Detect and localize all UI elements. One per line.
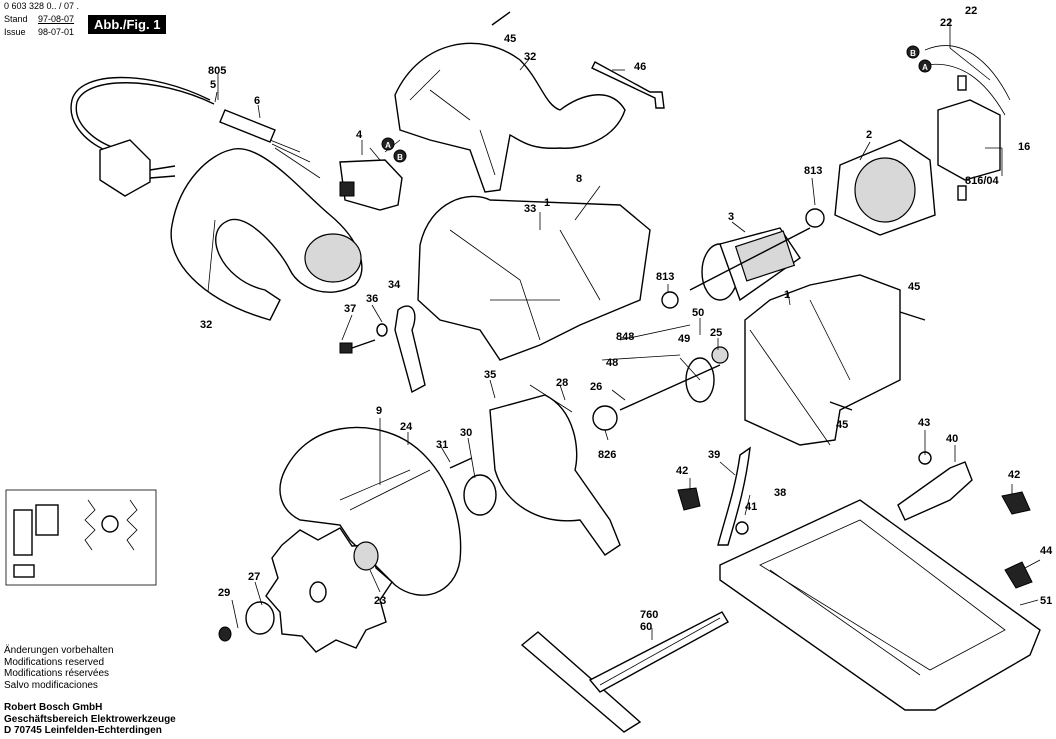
connector-letter: A (922, 63, 928, 72)
part-number-labels: 8055644532462222216816/04813813338135025… (200, 5, 1053, 633)
stand-label: Stand (4, 14, 28, 24)
part-number-label: 28 (556, 377, 568, 389)
part-number-label: 35 (484, 369, 496, 381)
connector-b-marker (393, 149, 407, 163)
company-line: D 70745 Leinfelden-Echterdingen (4, 725, 162, 736)
company-line: Geschäftsbereich Elektrowerkzeuge (4, 713, 176, 725)
figure-label: Abb./Fig. 1 (88, 15, 167, 34)
part-number-label: 44 (1040, 545, 1053, 557)
wiring-schematic-drawing (5, 489, 157, 586)
gear-housing-drawing (744, 274, 901, 446)
depth-bracket-drawing (897, 461, 973, 521)
part-number-label: 23 (374, 595, 386, 607)
brush-holder-drawing (906, 45, 1011, 201)
part-number-label: 45 (836, 419, 848, 431)
note-line: Änderungen vorbehalten (4, 645, 114, 656)
part-number-label: 45 (908, 281, 920, 293)
part-number-label: 34 (388, 279, 401, 291)
connector-letter: B (910, 49, 916, 58)
handle-housing-drawing (170, 148, 363, 321)
part-number-label: 41 (745, 501, 757, 513)
part-number-label: 16 (1018, 141, 1030, 153)
power-cord-drawing (70, 76, 321, 197)
part-number-label: 25 (710, 327, 722, 339)
part-number-label: 50 (692, 307, 704, 319)
part-number-label: 1 (784, 289, 790, 301)
part-number-label: 5 (210, 79, 216, 91)
saw-blade-drawing (218, 527, 393, 653)
switch-drawing (339, 137, 407, 211)
connector-letter: B (397, 153, 403, 162)
part-number-label: 816/04 (965, 175, 1000, 187)
parallel-guide-drawing (520, 611, 729, 733)
leader-lines (207, 18, 1041, 640)
part-number-label: 813 (804, 165, 822, 177)
riving-knife-drawing (394, 305, 426, 394)
part-number-label: 760 (640, 609, 658, 621)
note-line: Modifications réservées (4, 668, 110, 679)
part-number-label: 6 (254, 95, 260, 107)
top-housing-drawing (394, 42, 626, 193)
part-number-label: 39 (708, 449, 720, 461)
screws-drawing (339, 11, 926, 469)
part-number-label: 46 (634, 61, 646, 73)
part-number-label: 27 (248, 571, 260, 583)
part-number-label: 36 (366, 293, 378, 305)
part-number-label: 1 (544, 197, 550, 209)
part-number-label: 24 (400, 421, 413, 433)
part-number-label: 22 (965, 5, 977, 17)
hex-key-drawing (591, 61, 665, 109)
part-number-label: 33 (524, 203, 536, 215)
note-line: Salvo modificaciones (4, 679, 98, 691)
part-number-label: 31 (436, 439, 448, 451)
note-line: Modifications reserved (4, 656, 105, 668)
bevel-segment-drawing (717, 446, 751, 546)
part-number-label: 40 (946, 433, 958, 445)
part-number-label: 9 (376, 405, 382, 417)
company-block: Robert Bosch GmbH Geschäftsbereich Elekt… (4, 702, 176, 737)
part-number-label: 45 (504, 33, 516, 45)
stand-date: 97-08-07 (38, 14, 75, 24)
part-number-label: 4 (356, 129, 363, 141)
motor-housing-drawing (417, 195, 651, 361)
connector-letter: A (385, 141, 391, 150)
part-number-label: 805 (208, 65, 226, 77)
part-number-label: 42 (676, 465, 688, 477)
knobs-drawing (677, 451, 1033, 589)
part-number-label: 29 (218, 587, 230, 599)
part-number-label: 48 (606, 357, 618, 369)
part-number-label: 848 (616, 331, 634, 343)
part-number-label: 51 (1040, 595, 1052, 607)
part-number-label: 22 (940, 17, 952, 29)
part-number-label: 42 (1008, 469, 1020, 481)
part-number-label: 826 (598, 449, 616, 461)
notes-block: Änderungen vorbehalten Modifications res… (4, 645, 114, 691)
company-line: Robert Bosch GmbH (4, 702, 103, 713)
base-plate-drawing (719, 499, 1041, 711)
part-number-label: 32 (524, 51, 536, 63)
issue-date: 98-07-01 (38, 27, 75, 37)
part-number-label: 32 (200, 319, 212, 331)
lower-guard-drawing (463, 384, 621, 556)
part-number-label: 30 (460, 427, 472, 439)
part-number-label: 26 (590, 381, 602, 393)
part-number-label: 38 (774, 487, 786, 499)
connector-a-marker (381, 137, 395, 151)
part-number-label: 49 (678, 333, 690, 345)
issue-label: Issue (4, 27, 26, 37)
part-number-label: 3 (728, 211, 734, 223)
armature-drawing (661, 208, 825, 309)
part-number-label: 60 (640, 621, 652, 633)
document-number: 0 603 328 0.. / 07 . (4, 1, 80, 11)
part-number-label: 813 (656, 271, 674, 283)
field-coil-drawing (834, 139, 936, 236)
part-number-label: 8 (576, 173, 582, 185)
blade-guard-drawing (279, 426, 462, 596)
part-number-label: 2 (866, 129, 872, 141)
part-number-label: 37 (344, 303, 356, 315)
part-number-label: 43 (918, 417, 930, 429)
